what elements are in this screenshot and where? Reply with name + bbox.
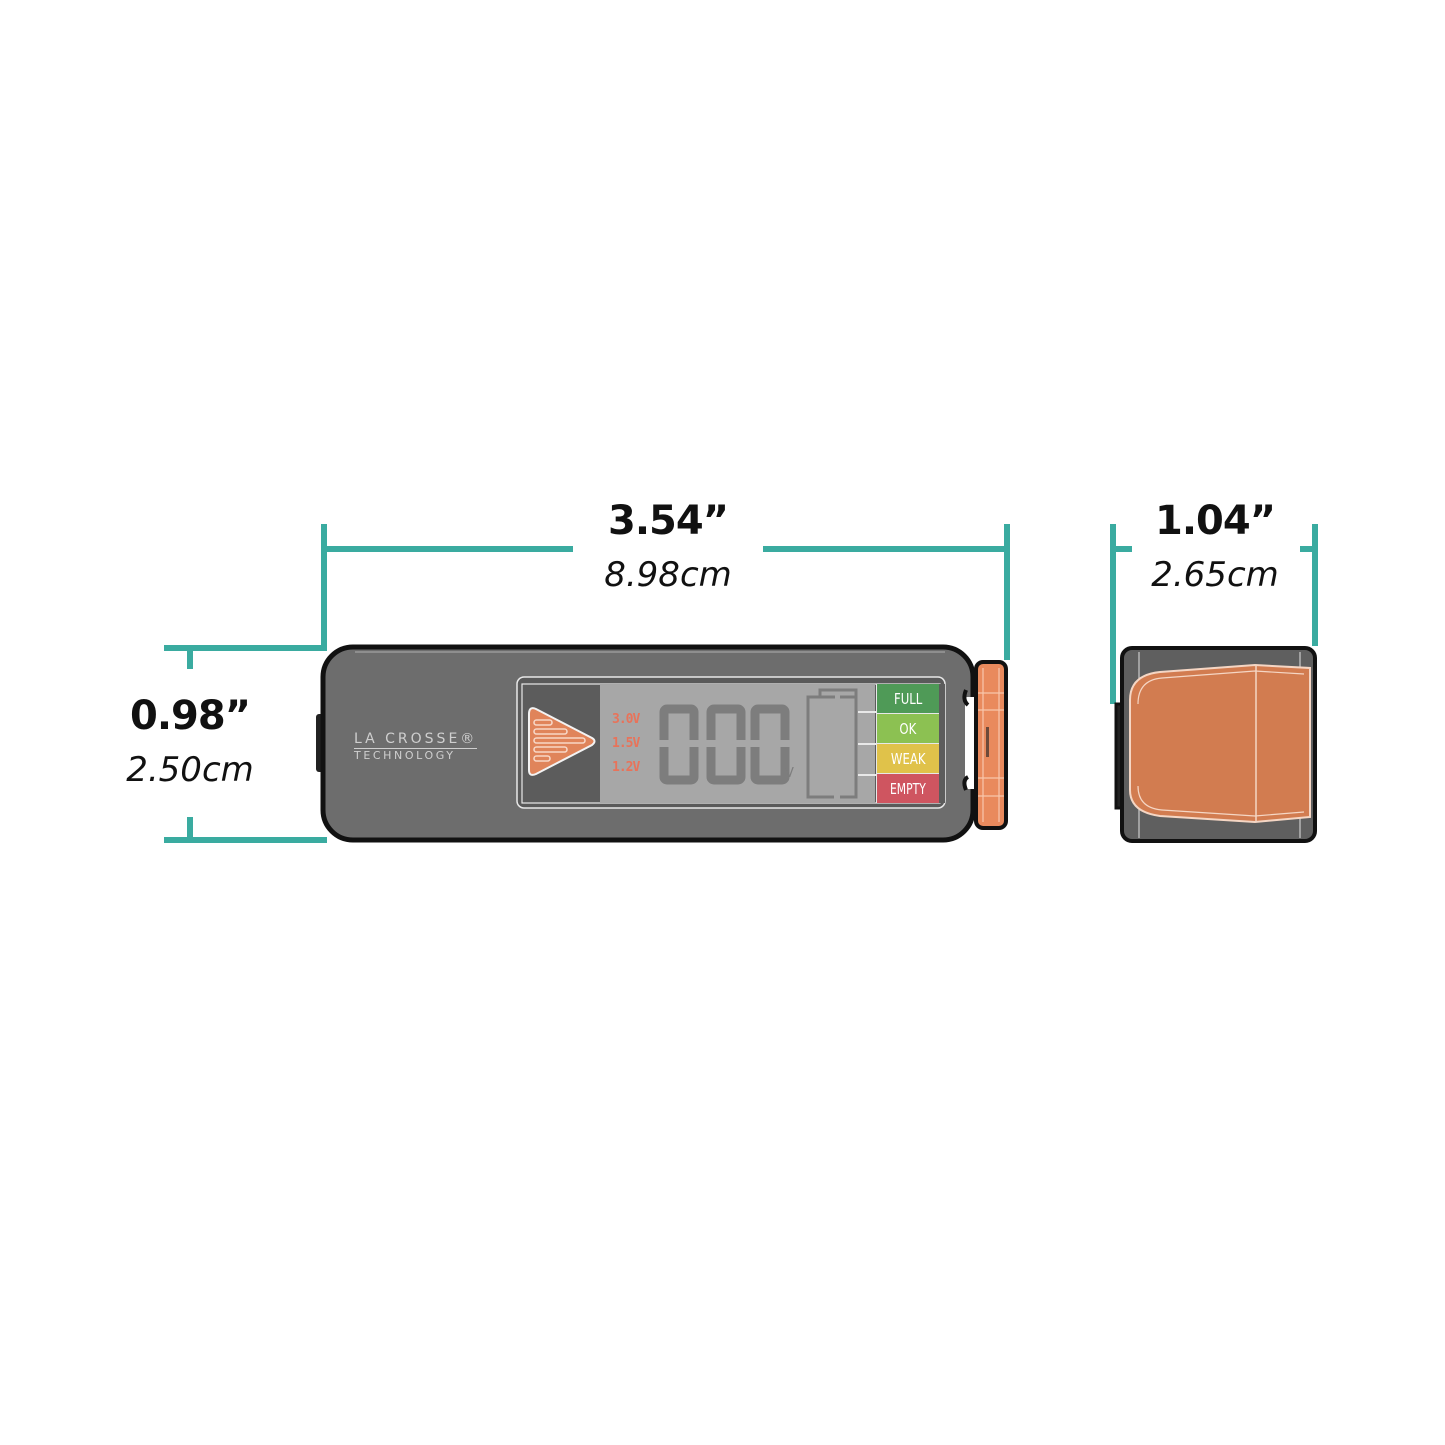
- length-right-tick: [1004, 524, 1010, 660]
- brand-subtitle: TECHNOLOGY: [354, 749, 456, 762]
- height-inches-label: 0.98”: [130, 693, 251, 739]
- length-left-tick: [321, 524, 327, 650]
- level-empty: EMPTY: [877, 774, 939, 803]
- level-weak: WEAK: [877, 744, 939, 774]
- height-top-line: [164, 645, 327, 651]
- device-side-view: [1114, 646, 1317, 843]
- level-ok: OK: [877, 714, 939, 744]
- length-line-right: [763, 546, 1006, 552]
- length-inches-label: 3.54”: [608, 498, 729, 544]
- width-cm-label: 2.65cm: [1151, 555, 1279, 595]
- height-cm-label: 2.50cm: [126, 750, 254, 790]
- level-indicators: FULL OK WEAK EMPTY: [876, 684, 939, 803]
- length-cm-label: 8.98cm: [604, 555, 732, 595]
- width-left-line: [1115, 546, 1132, 552]
- height-top-tick: [187, 650, 193, 669]
- battery-gauge-icon: [806, 688, 858, 799]
- voltage-options: 3.0V 1.5V 1.2V: [612, 708, 652, 780]
- brand-name: LA CROSSE®: [354, 731, 478, 749]
- length-line-left: [326, 546, 573, 552]
- width-right-tick: [1312, 524, 1318, 646]
- voltage-option: 1.2V: [612, 760, 640, 775]
- voltage-option: 3.0V: [612, 712, 640, 727]
- width-inches-label: 1.04”: [1155, 498, 1276, 544]
- level-full: FULL: [877, 684, 939, 714]
- voltage-option: 1.5V: [612, 736, 640, 751]
- height-bottom-line: [164, 837, 327, 843]
- height-bottom-tick: [187, 817, 193, 839]
- side-orange-cap: [1129, 663, 1311, 824]
- unit-label: V: [785, 766, 794, 781]
- brand-logo: LA CROSSE® TECHNOLOGY: [354, 728, 504, 762]
- width-right-line: [1300, 546, 1314, 552]
- arrow-indicator-icon: [528, 707, 596, 776]
- width-left-tick: [1110, 524, 1116, 704]
- end-cap: [962, 660, 1008, 830]
- device-front-view: [316, 644, 1008, 843]
